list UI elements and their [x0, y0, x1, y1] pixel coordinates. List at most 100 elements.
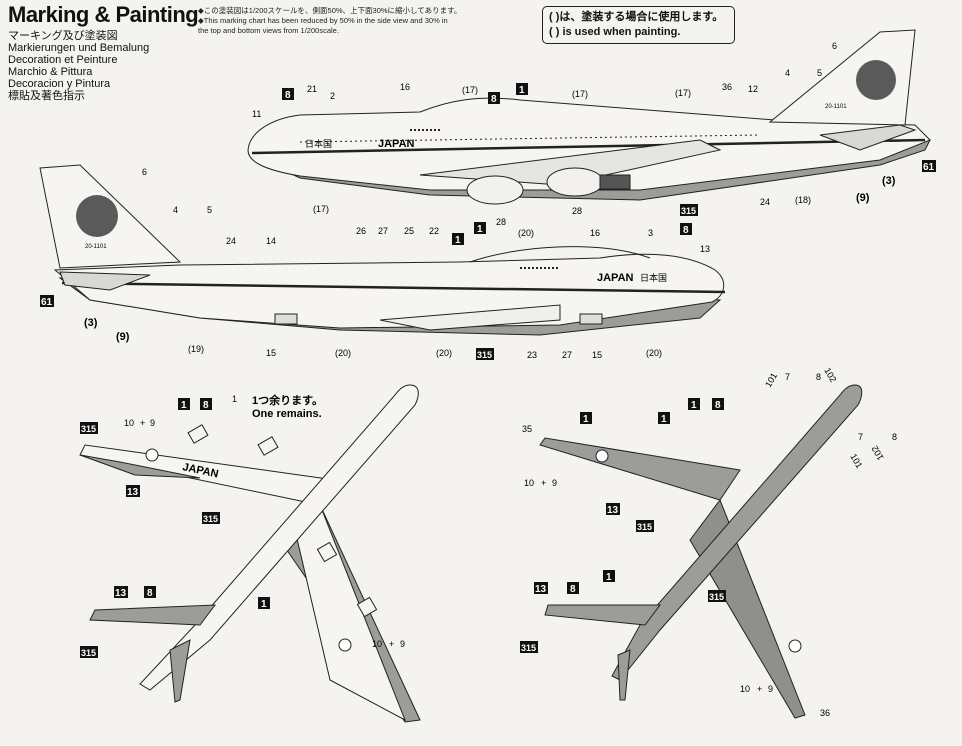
- callout-8: 8: [816, 372, 821, 382]
- callout-plus: +: [541, 478, 546, 488]
- reg-tail-right: 20-1101: [825, 104, 847, 110]
- callout-8: 8: [683, 225, 689, 236]
- bottom-view: [539, 384, 863, 719]
- reg-102: 102: [870, 444, 886, 462]
- callout-2: 2: [330, 91, 335, 101]
- callout-17: (17): [462, 85, 478, 95]
- top-view: [79, 384, 421, 723]
- nihonkoku-side-right: 日本国: [305, 138, 332, 149]
- page-title: Marking & Painting: [8, 2, 199, 27]
- reg-101: 101: [848, 452, 864, 470]
- callout-plus: +: [757, 684, 762, 694]
- callout-315: 315: [681, 206, 696, 216]
- callout-315: 315: [81, 648, 96, 658]
- callout-5: 5: [207, 205, 212, 215]
- callout-1: 1: [477, 224, 483, 235]
- callout-17: (17): [572, 89, 588, 99]
- callout-1: 1: [455, 235, 461, 246]
- title-es: Decoracion y Pintura: [8, 78, 111, 90]
- callout-28: 28: [496, 217, 506, 227]
- callout-16: 16: [590, 228, 600, 238]
- callout-35: 35: [522, 424, 532, 434]
- callout-10: 10: [124, 418, 134, 428]
- legend-en: ( ) is used when painting.: [549, 26, 681, 38]
- callout-1: 1: [661, 414, 667, 425]
- note-en-2: the top and bottom views from 1/200scale…: [198, 26, 339, 35]
- callout-24: 24: [760, 197, 770, 207]
- callout-17: (17): [313, 204, 329, 214]
- callout-28: 28: [572, 206, 582, 216]
- callout-1: 1: [232, 394, 237, 404]
- callout-7: 7: [858, 432, 863, 442]
- callout-8: 8: [147, 588, 153, 599]
- callout-20: (20): [436, 348, 452, 358]
- callout-9: 9: [552, 478, 557, 488]
- callout-8: 8: [570, 584, 576, 595]
- callout-15: 15: [592, 350, 602, 360]
- callout-6: 6: [832, 41, 837, 51]
- callout-10: 10: [372, 639, 382, 649]
- scale-notes: ◆この塗装図は1/200スケールを、側面50%、上下面30%に縮小してあります。…: [198, 6, 498, 36]
- callout-36: 36: [820, 708, 830, 718]
- callout-9: 9: [768, 684, 773, 694]
- callout-25: 25: [404, 226, 414, 236]
- side-view-right: [247, 29, 931, 205]
- reg-101: 101: [763, 371, 779, 389]
- callout-6: 6: [142, 167, 147, 177]
- title-fr: Decoration et Peinture: [8, 54, 118, 66]
- title-jp: マーキング及び塗装図: [8, 30, 118, 42]
- callout-numbers: 21 2 16 (17) (17) (17) 36 12 6 4 5 11 (1…: [84, 41, 897, 718]
- callout-26: 26: [356, 226, 366, 236]
- callout-12: 12: [748, 84, 758, 94]
- callout-36: 36: [722, 82, 732, 92]
- callout-1: 1: [583, 414, 589, 425]
- callout-squares: 8 1 8 1 315 61 1 8 61 315 1 8 315 13 315…: [40, 83, 936, 658]
- callout-plus: +: [140, 418, 145, 428]
- nihonkoku-side-left: 日本国: [640, 272, 667, 283]
- callout-1: 1: [691, 400, 697, 411]
- callout-22: 22: [429, 226, 439, 236]
- callout-13: 13: [115, 588, 127, 599]
- callout-3: 3: [648, 228, 653, 238]
- callout-15: 15: [266, 348, 276, 358]
- callout-13: 13: [127, 487, 139, 498]
- callout-9p: (9): [116, 331, 130, 343]
- callout-4: 4: [785, 68, 790, 78]
- callout-3p: (3): [882, 175, 896, 187]
- callout-9p: (9): [856, 192, 870, 204]
- callout-20: (20): [646, 348, 662, 358]
- callout-23: 23: [527, 350, 537, 360]
- callout-19: (19): [188, 344, 204, 354]
- callout-1: 1: [519, 85, 525, 96]
- callout-9: 9: [150, 418, 155, 428]
- hinomaru-tail-right: [856, 60, 896, 100]
- callout-13: 13: [700, 244, 710, 254]
- callout-1: 1: [181, 400, 187, 411]
- callout-4: 4: [173, 205, 178, 215]
- japan-side-right: JAPAN: [378, 138, 415, 150]
- callout-315: 315: [521, 643, 536, 653]
- one-remains-jp: 1つ余ります。: [252, 393, 323, 407]
- callout-17: (17): [675, 88, 691, 98]
- callout-315: 315: [477, 350, 492, 360]
- title-it: Marchio & Pittura: [8, 66, 93, 78]
- title-zh: 標貼及著色指示: [8, 90, 85, 102]
- callout-315: 315: [81, 424, 96, 434]
- reg-tail-left: 20-1101: [85, 244, 107, 250]
- callout-14: 14: [266, 236, 276, 246]
- callout-13: 13: [535, 584, 547, 595]
- callout-8: 8: [892, 432, 897, 442]
- one-remains-en: One remains.: [252, 408, 322, 420]
- side-view-left: [39, 164, 726, 336]
- callout-27: 27: [562, 350, 572, 360]
- callout-61: 61: [41, 297, 53, 308]
- callout-18: (18): [795, 195, 811, 205]
- callout-21: 21: [307, 84, 317, 94]
- reg-102: 102: [822, 366, 838, 384]
- title-de: Markierungen und Bemalung: [8, 42, 150, 54]
- callout-20: (20): [518, 228, 534, 238]
- callout-315: 315: [203, 514, 218, 524]
- callout-3p: (3): [84, 317, 98, 329]
- callout-5: 5: [817, 68, 822, 78]
